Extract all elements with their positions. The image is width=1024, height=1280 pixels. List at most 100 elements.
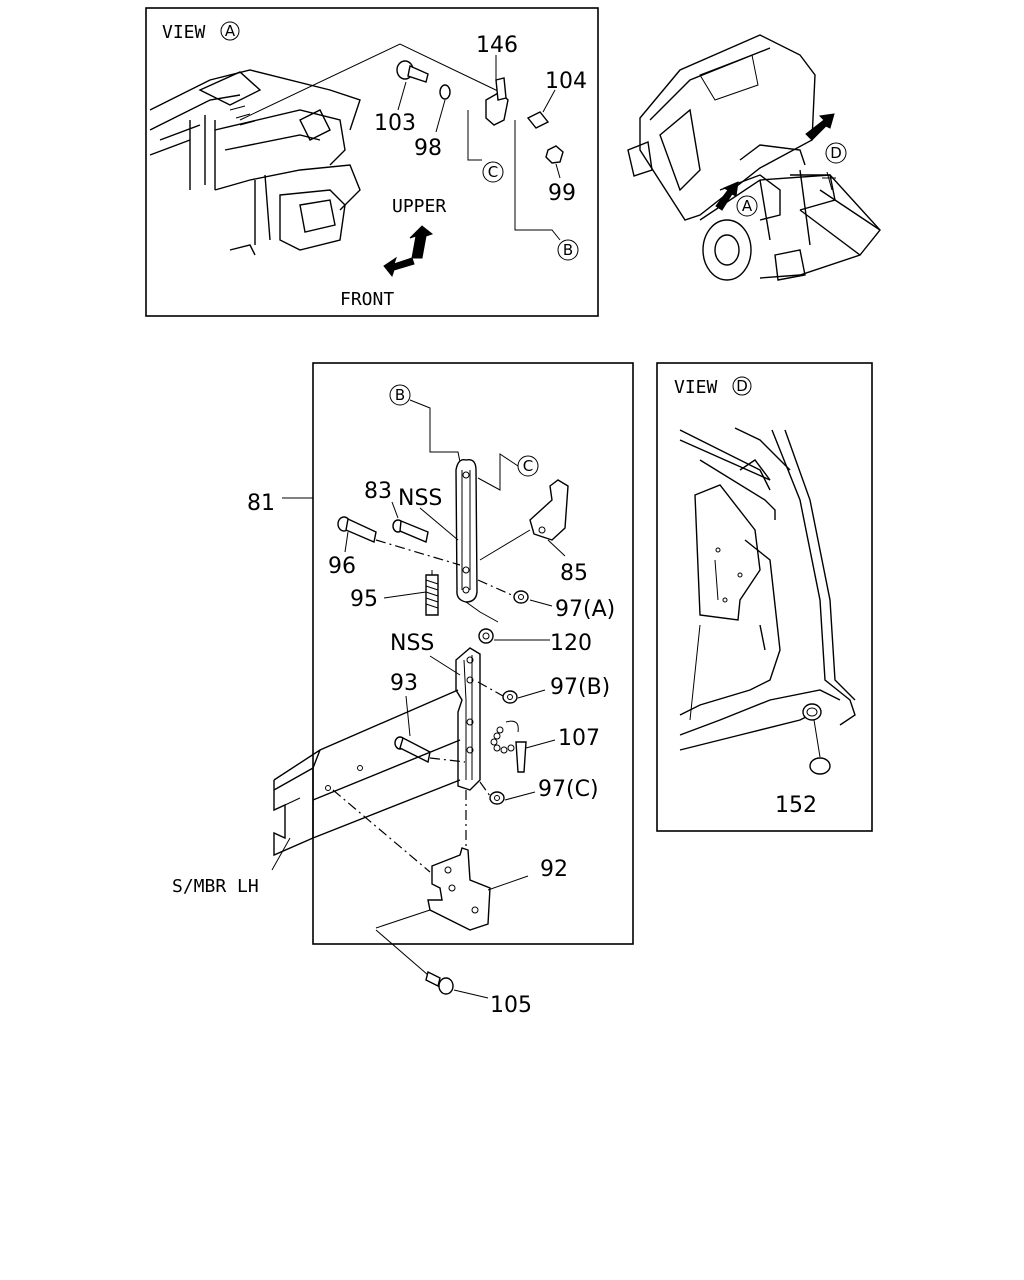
view-a-marker: A xyxy=(220,21,240,41)
callout-nss-upper: NSS xyxy=(398,486,442,511)
marker-b-view-a: B xyxy=(557,239,579,261)
leader-97b xyxy=(517,689,546,699)
leader-98 xyxy=(435,99,446,133)
bracket-146 xyxy=(485,77,509,126)
callout-120: 120 xyxy=(550,631,592,656)
side-member-lh xyxy=(273,689,461,857)
callout-85: 85 xyxy=(560,561,588,586)
leader-85-link xyxy=(479,529,531,561)
direction-front: FRONT xyxy=(340,289,394,310)
nut-97c xyxy=(489,791,505,805)
leader-b-main xyxy=(409,399,461,463)
axis-line-93 xyxy=(429,757,466,763)
pin-83 xyxy=(392,519,429,543)
nut-99 xyxy=(545,145,564,164)
leader-83 xyxy=(391,501,399,519)
spring-95 xyxy=(425,570,439,616)
marker-c-main: C xyxy=(517,455,539,477)
leader-97c xyxy=(504,791,536,801)
upper-link-nss xyxy=(455,459,478,603)
svg-text:D: D xyxy=(736,377,748,395)
view-d-frame xyxy=(656,362,873,832)
direction-upper: UPPER xyxy=(392,196,446,217)
callout-92: 92 xyxy=(540,857,568,882)
leader-nss-lower xyxy=(429,655,461,676)
callout-146: 146 xyxy=(476,33,518,58)
svg-text:C: C xyxy=(488,163,498,181)
view-a-title: VIEW xyxy=(162,22,206,43)
chain-pin-107 xyxy=(490,720,527,773)
view-a-panel: VIEW A xyxy=(145,7,599,317)
axis-line-upper xyxy=(375,539,461,566)
callout-105: 105 xyxy=(490,993,532,1018)
link-connector xyxy=(465,601,499,623)
view-a-frame xyxy=(145,7,599,317)
bracket-85 xyxy=(529,479,569,541)
leader-b xyxy=(514,120,561,241)
callout-97b: 97(B) xyxy=(550,675,610,700)
leader-99 xyxy=(555,163,561,179)
marker-a-truck: A xyxy=(736,195,758,217)
marker-c-view-a: C xyxy=(482,161,504,183)
leader-95 xyxy=(383,591,427,599)
callout-107: 107 xyxy=(558,726,600,751)
svg-text:C: C xyxy=(523,457,533,475)
callout-95: 95 xyxy=(350,587,378,612)
leader-105 xyxy=(453,989,489,999)
leader-103 xyxy=(397,81,407,111)
washer-98 xyxy=(439,84,451,100)
callout-97a: 97(A) xyxy=(555,597,615,622)
leader-92-bolt xyxy=(375,909,431,929)
view-a-leader-main xyxy=(239,43,501,121)
leader-97a xyxy=(529,599,553,607)
leader-smbr xyxy=(271,837,291,871)
view-d-structure xyxy=(679,427,856,751)
callout-98: 98 xyxy=(414,136,442,161)
lower-link-nss xyxy=(455,647,481,791)
callout-97c: 97(C) xyxy=(538,777,599,802)
leader-nss-upper xyxy=(419,507,459,541)
view-d-title: VIEW xyxy=(674,377,718,398)
axis-line-bracket xyxy=(332,789,431,873)
direction-arrows xyxy=(383,225,434,278)
callout-smbr-lh: S/MBR LH xyxy=(172,876,259,897)
marker-b-main: B xyxy=(389,384,411,406)
pin-96 xyxy=(337,516,377,543)
bolt-104 xyxy=(526,111,550,129)
svg-text:B: B xyxy=(563,241,573,259)
callout-99: 99 xyxy=(548,181,576,206)
plug-152-installed xyxy=(802,703,822,721)
axis-line-97a xyxy=(477,579,515,597)
nut-97a xyxy=(513,590,529,604)
callout-81: 81 xyxy=(247,491,275,516)
plug-152 xyxy=(809,757,831,775)
pin-93 xyxy=(394,736,431,764)
callout-83: 83 xyxy=(364,479,392,504)
leader-c-main xyxy=(477,453,519,491)
view-a-frame-structure xyxy=(149,69,361,256)
callout-152: 152 xyxy=(775,793,817,818)
main-assembly-panel: 81 B C 83 NSS xyxy=(172,362,634,945)
callout-93: 93 xyxy=(390,671,418,696)
view-d-marker: D xyxy=(732,376,752,396)
callout-nss-lower: NSS xyxy=(390,631,434,656)
leader-104 xyxy=(542,89,556,113)
leader-107 xyxy=(525,739,556,749)
svg-text:D: D xyxy=(830,144,842,162)
arrow-d xyxy=(805,113,835,141)
leader-152 xyxy=(813,719,821,758)
svg-text:A: A xyxy=(742,197,753,215)
arrow-a xyxy=(715,181,739,211)
truck-overview: A D xyxy=(627,34,881,281)
callout-103: 103 xyxy=(374,111,416,136)
nut-97b xyxy=(502,690,518,704)
marker-d-truck: D xyxy=(825,142,847,164)
main-assembly-frame xyxy=(312,362,634,945)
washer-120 xyxy=(478,628,494,644)
axis-line-97b xyxy=(477,681,504,697)
axis-line-97c xyxy=(479,781,491,797)
svg-text:A: A xyxy=(225,22,236,40)
bolt-103 xyxy=(396,60,429,83)
leader-96 xyxy=(344,531,349,553)
